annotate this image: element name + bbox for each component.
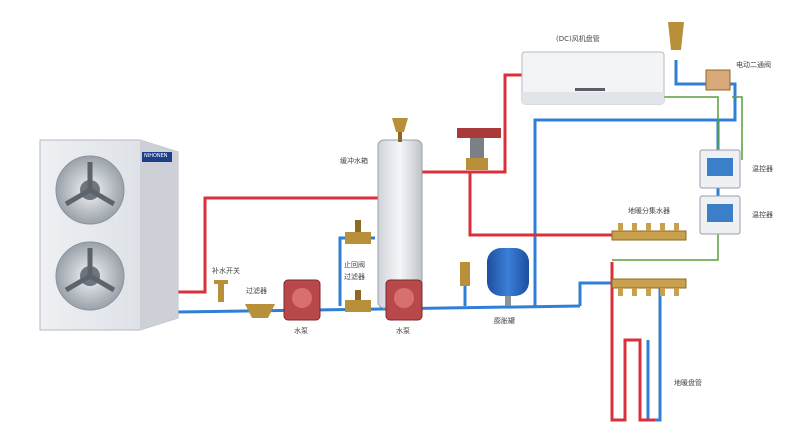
valve-icon	[392, 118, 408, 142]
manifold-label: 地暖分集水器	[628, 207, 670, 215]
heat-pump-unit	[39, 139, 179, 331]
brand-badge	[142, 152, 172, 162]
manifold-icon	[611, 278, 687, 296]
thermostat-label-1: 温控器	[752, 165, 773, 173]
check-valve-label: 止回阀	[344, 261, 365, 269]
filter-icon	[245, 304, 275, 318]
manifold-icon	[611, 223, 687, 241]
floor-coil-label: 地暖盘管	[674, 379, 702, 387]
fan-coil-label: (DC)风机盘管	[556, 35, 600, 43]
pump-icon	[385, 279, 423, 321]
valve-icon	[460, 262, 470, 286]
thermostat-icon	[699, 149, 741, 189]
check-valve-label-2: 过滤器	[344, 273, 365, 281]
electric-valve-icon	[705, 69, 731, 91]
valve-icon	[345, 290, 371, 312]
thermostat-label-2: 温控器	[752, 211, 773, 219]
fan-icon	[55, 241, 125, 311]
heat-pump-badge: NIHONEN	[144, 153, 168, 159]
expansion-tank-icon	[487, 248, 529, 306]
fill-valve-label: 补水开关	[212, 267, 240, 275]
valve-icon	[214, 280, 228, 302]
pump-label-2: 水泵	[396, 327, 410, 335]
valve-icon	[668, 22, 684, 50]
fan-icon	[55, 155, 125, 225]
expansion-tank-label: 膨胀罐	[494, 317, 515, 325]
hot-pipe-network	[178, 73, 655, 422]
motorized-valve-icon	[457, 128, 501, 170]
pump-label-1: 水泵	[294, 327, 308, 335]
valve-icon	[345, 220, 371, 244]
buffer-tank-label: 缓冲水箱	[340, 157, 368, 165]
thermostat-icon	[699, 195, 741, 235]
fan-coil-unit	[521, 51, 665, 105]
electric-valve-label: 电动二通阀	[736, 61, 771, 69]
pump-icon	[283, 279, 321, 321]
filter-label: 过滤器	[246, 287, 267, 295]
